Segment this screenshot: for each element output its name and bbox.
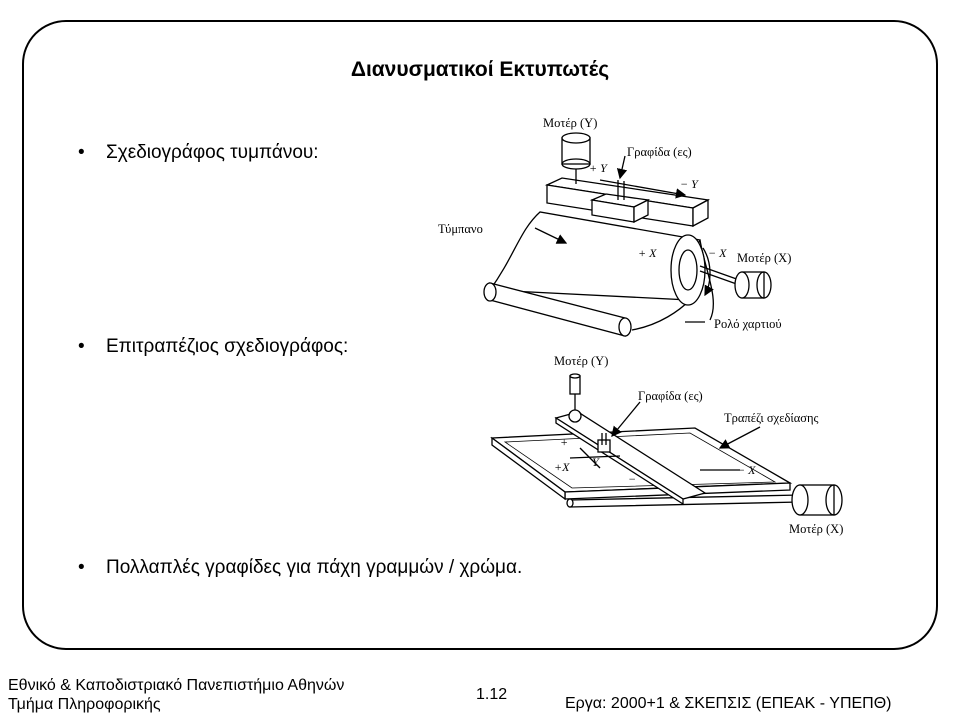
flatbed-pen-label: Γραφίδα (ες): [638, 389, 703, 403]
footer-project: Εργα: 2000+1 & ΣΚΕΠΣΙΣ (ΕΠΕΑΚ - ΥΠΕΠΘ): [565, 695, 892, 712]
flatbed-motor-y-label: Μοτέρ (Y): [554, 354, 608, 368]
footer-university: Εθνικό & Καποδιστριακό Πανεπιστήμιο Αθην…: [8, 677, 345, 694]
flatbed-plus-x-label: +X: [554, 460, 570, 474]
slide-frame: [22, 20, 938, 650]
flatbed-plus-y-label: +: [560, 435, 568, 449]
flatbed-plotter-diagram: [490, 373, 843, 516]
bullet-text: Πολλαπλές γραφίδες για πάχη γραμμών / χρ…: [106, 557, 523, 578]
drum-plus-y-label: + Y: [589, 161, 608, 175]
drum-plus-x-label: + X: [638, 246, 657, 260]
flatbed-minus-x-label: − X: [737, 463, 756, 477]
bullet-drum-plotter: • Σχεδιογράφος τυμπάνου:: [78, 142, 319, 164]
paper-sheet: [488, 211, 701, 301]
bullet-multiple-pens: • Πολλαπλές γραφίδες για πάχη γραμμών / χ…: [78, 557, 522, 579]
flatbed-minus-y-label: −: [628, 472, 636, 486]
paper-roll-end: [483, 282, 497, 302]
drum-minus-y-label: − Y: [680, 177, 699, 191]
bullet-dot: •: [78, 142, 85, 163]
drum-pen-label: Γραφίδα (ες): [627, 145, 692, 159]
flatbed-motor-x-label: Μοτέρ (X): [789, 522, 843, 536]
drum: [670, 234, 706, 306]
drum-minus-x-label: − X: [708, 246, 727, 260]
slide-title: Διανυσματικοί Εκτυπωτές: [350, 58, 610, 81]
drum-label: Τύμπανο: [438, 222, 483, 236]
drum-paper-roll-label: Ρολό χαρτιού: [714, 317, 782, 331]
slide-number: 1.12: [476, 686, 508, 703]
bullet-flatbed-plotter: • Επιτραπέζιος σχεδιογράφος:: [78, 336, 348, 358]
drum-motor-x-label: Μοτέρ (X): [737, 251, 791, 265]
bullet-text: Σχεδιογράφος τυμπάνου:: [106, 142, 319, 163]
bullet-dot: •: [78, 336, 85, 357]
bullet-text: Επιτραπέζιος σχεδιογράφος:: [106, 336, 349, 357]
paper-roll-end: [618, 317, 632, 337]
flatbed-y-label: Y: [592, 455, 600, 469]
bullet-dot: •: [78, 557, 85, 578]
drum-plotter-diagram: [483, 132, 772, 337]
footer-department: Τμήμα Πληροφορικής: [8, 696, 161, 713]
drum-motor-y-label: Μοτέρ (Y): [543, 116, 597, 130]
flatbed-table-label: Τραπέζι σχεδίασης: [724, 411, 819, 425]
